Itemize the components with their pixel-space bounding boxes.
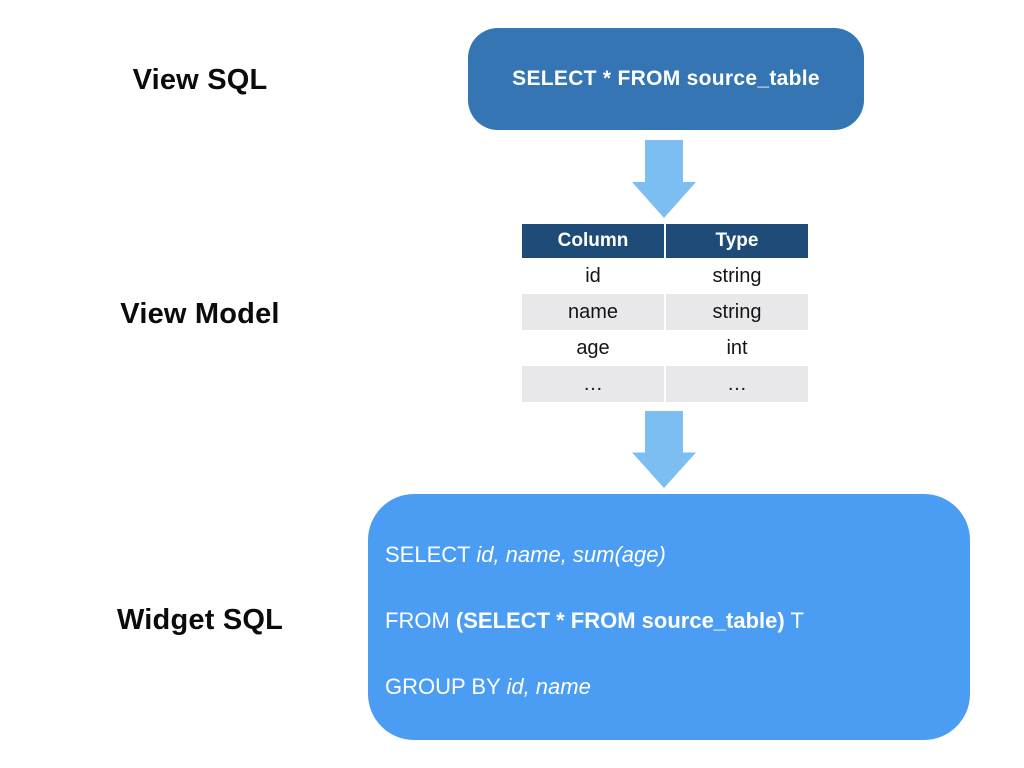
sql-keyword: FROM — [385, 608, 456, 633]
table-cell-column: name — [522, 294, 664, 330]
sql-alias: T — [784, 608, 804, 633]
table-cell-type: string — [666, 258, 808, 294]
view-sql-label: View SQL — [132, 64, 268, 96]
sql-keyword: SELECT — [385, 542, 477, 567]
table-header-row: Column Type — [522, 224, 808, 258]
view-model-table: Column Type id string name string age in… — [522, 224, 808, 402]
header-cell-column: Column — [522, 224, 664, 258]
sql-line-select: SELECT id, name, sum(age) — [385, 541, 956, 569]
down-arrow-icon — [632, 140, 696, 218]
view-model-label: View Model — [120, 298, 280, 330]
table-cell-column: age — [522, 330, 664, 366]
table-cell-type: int — [666, 330, 808, 366]
sql-line-from: FROM (SELECT * FROM source_table) T — [385, 607, 956, 635]
table-cell-column: … — [522, 366, 664, 402]
widget-sql-box: SELECT id, name, sum(age) FROM (SELECT *… — [368, 494, 970, 740]
table-row: … … — [522, 366, 808, 402]
sql-select-args: id, name, sum(age) — [476, 542, 666, 567]
widget-sql-label: Widget SQL — [116, 604, 284, 636]
table-cell-type: string — [666, 294, 808, 330]
view-sql-box: SELECT * FROM source_table — [468, 28, 864, 130]
table-row: age int — [522, 330, 808, 366]
down-arrow-icon — [632, 411, 696, 488]
header-cell-type: Type — [666, 224, 808, 258]
table-cell-column: id — [522, 258, 664, 294]
table-row: name string — [522, 294, 808, 330]
view-sql-text: SELECT * FROM source_table — [512, 67, 820, 90]
table-row: id string — [522, 258, 808, 294]
table-cell-type: … — [666, 366, 808, 402]
sql-line-groupby: GROUP BY id, name — [385, 673, 956, 701]
sql-groupby-args: id, name — [506, 674, 591, 699]
sql-subquery: (SELECT * FROM source_table) — [455, 608, 785, 633]
sql-keyword: GROUP BY — [385, 674, 507, 699]
